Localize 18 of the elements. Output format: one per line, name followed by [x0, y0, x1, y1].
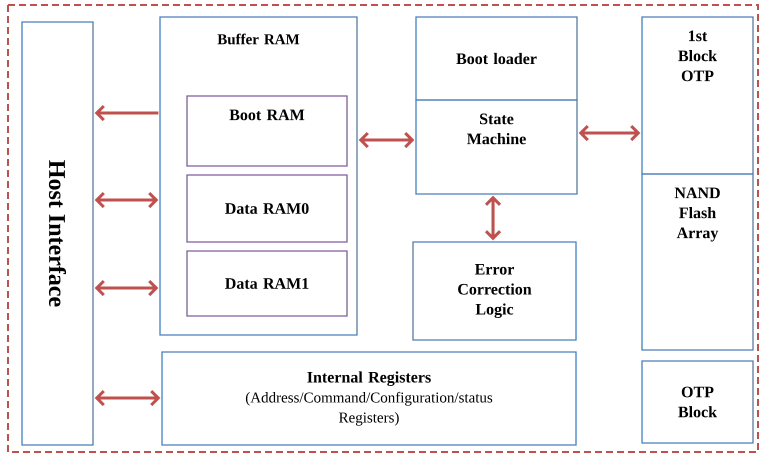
loader-box: Boot loader [415, 16, 578, 101]
interface-box: Host Interface [21, 21, 94, 446]
arrow [94, 104, 158, 122]
memory-box: 1st Block OTP [641, 16, 754, 175]
arrow [94, 192, 158, 208]
memory-box: Boot RAM [186, 95, 348, 167]
flash-array-box: NAND Flash Array [641, 173, 754, 351]
arrow [358, 132, 414, 148]
state-machine-box: State Machine [415, 99, 578, 195]
arrow [94, 390, 160, 406]
arrow [484, 196, 502, 240]
registers-box: Internal Registers (Address/Command/Configuration/status Registers) [161, 351, 577, 446]
memory-box: OTP Block [641, 360, 754, 444]
arrow [94, 280, 158, 296]
memory-box: Data RAM0 [186, 174, 348, 243]
logic-box: Error Correction Logic [412, 241, 577, 341]
arrow [578, 124, 640, 142]
memory-box: Data RAM1 [186, 250, 348, 317]
